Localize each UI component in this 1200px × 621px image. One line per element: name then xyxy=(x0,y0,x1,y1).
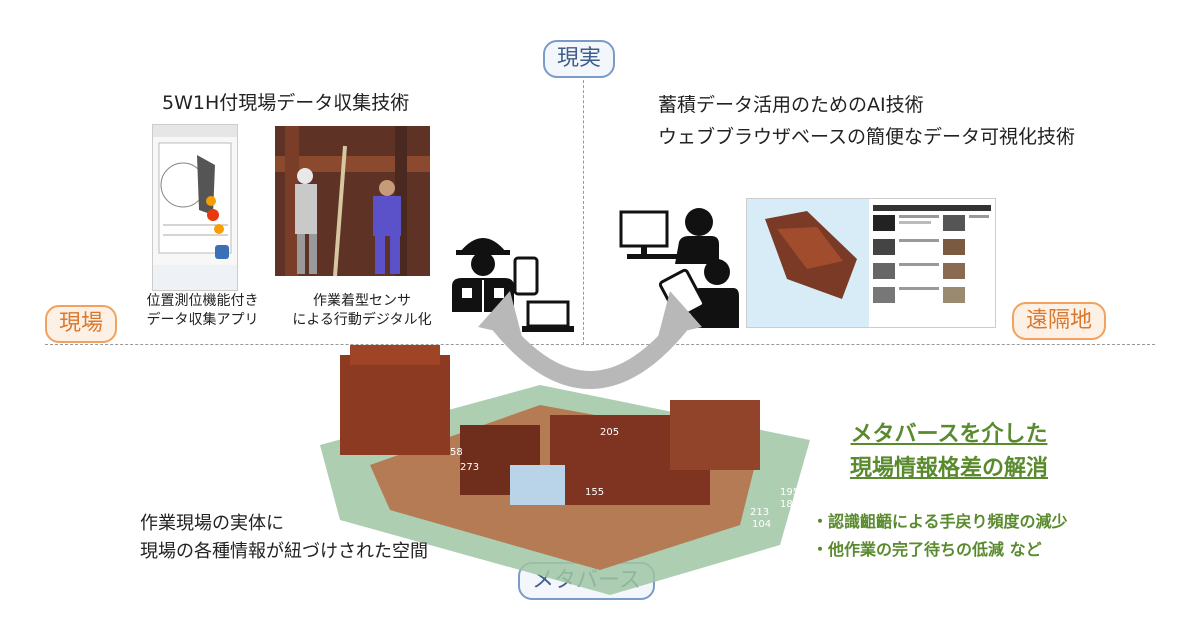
result-title-line-2: 現場情報格差の解消 xyxy=(849,456,1048,481)
wearable-sensor-photo xyxy=(275,126,430,276)
laptop-icon xyxy=(522,300,574,332)
model-tag-2: 58 xyxy=(450,447,463,458)
model-tag-9: 205 xyxy=(600,427,619,438)
result-title-line-1: メタバースを介した xyxy=(850,422,1048,447)
sensor-caption-line-1: 作業着型センサ xyxy=(313,293,411,309)
model-tag-4: 155 xyxy=(585,487,604,498)
site-worker-icon xyxy=(452,238,514,312)
metaverse-3d-model: 21 58 273 155 213 104 195 186 205 xyxy=(320,345,810,595)
model-tag-1: 21 xyxy=(490,387,503,398)
metaverse-description-line-2: 現場の各種情報が紐づけされた空間 xyxy=(140,541,428,562)
sensor-caption: 作業着型センサ による行動デジタル化 xyxy=(282,292,442,330)
visualization-screenshot xyxy=(746,198,996,328)
site-label: 現場 xyxy=(45,305,118,343)
bidirectional-arrow xyxy=(478,291,702,389)
visualization-heading: ウェブブラウザベースの簡便なデータ可視化技術 xyxy=(658,126,1076,148)
sensor-caption-line-2: による行動デジタル化 xyxy=(292,312,432,328)
reality-label: 現実 xyxy=(543,40,616,78)
data-collection-heading: 5W1H付現場データ収集技術 xyxy=(162,92,410,114)
app-screenshot xyxy=(152,124,238,291)
app-caption-line-1: 位置測位機能付き xyxy=(146,293,259,309)
result-bullet-1: ・認識齟齬による手戻り頻度の減少 xyxy=(812,512,1068,531)
result-title: メタバースを介した 現場情報格差の解消 xyxy=(820,418,1078,486)
model-tag-5: 213 xyxy=(750,507,769,518)
app-caption-line-2: データ収集アプリ xyxy=(146,312,259,328)
smartphone-icon xyxy=(513,256,539,296)
model-tag-8: 186 xyxy=(780,499,799,510)
model-tag-7: 195 xyxy=(780,487,799,498)
horizontal-divider xyxy=(45,344,1155,345)
metaverse-description: 作業現場の実体に 現場の各種情報が紐づけされた空間 xyxy=(140,510,428,566)
floor-plan-image xyxy=(153,125,237,290)
vertical-divider xyxy=(583,70,584,345)
model-tag-3: 273 xyxy=(460,462,479,473)
result-bullet-2: ・他作業の完了待ちの低減 など xyxy=(812,540,1042,559)
remote-users-icon xyxy=(619,208,739,328)
metaverse-description-line-1: 作業現場の実体に xyxy=(140,513,284,534)
model-tag-6: 104 xyxy=(752,519,771,530)
app-caption: 位置測位機能付き データ収集アプリ xyxy=(130,292,275,330)
ai-technology-heading: 蓄積データ活用のためのAI技術 xyxy=(658,94,924,116)
remote-label: 遠隔地 xyxy=(1012,302,1107,340)
